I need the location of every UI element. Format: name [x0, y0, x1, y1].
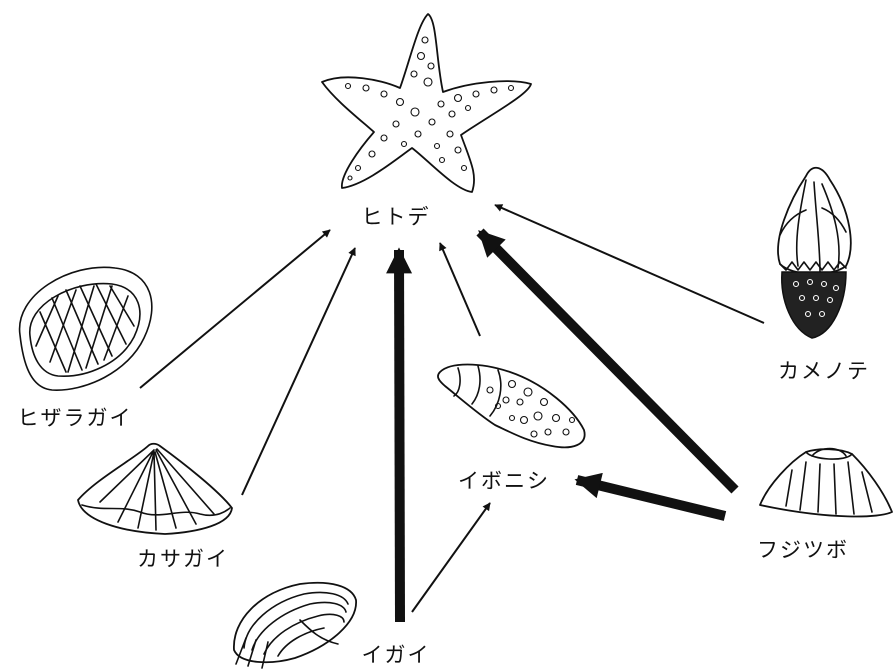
- arrow-mussel-to-whelk: [412, 503, 490, 612]
- arrow-mussel-to-starfish: [399, 250, 400, 622]
- label-mussel: イガイ: [362, 643, 431, 667]
- goose-barnacle-icon: [778, 168, 851, 338]
- label-barnacle: フジツボ: [757, 538, 849, 562]
- whelk-icon: [438, 365, 585, 448]
- arrow-whelk-to-starfish: [440, 243, 480, 336]
- arrow-limpet-to-starfish: [242, 248, 355, 495]
- label-whelk: イボニシ: [458, 469, 550, 493]
- chiton-icon: [20, 267, 152, 390]
- label-chiton: ヒザラガイ: [18, 406, 133, 430]
- arrow-goose-barnacle-to-starfish: [495, 205, 764, 323]
- arrow-barnacle-to-starfish: [480, 232, 735, 490]
- mussel-icon: [234, 583, 356, 668]
- starfish-icon: [322, 14, 531, 192]
- label-starfish: ヒトデ: [362, 205, 431, 229]
- label-limpet: カサガイ: [137, 547, 229, 571]
- limpet-icon: [78, 444, 232, 534]
- barnacle-icon: [760, 449, 892, 517]
- arrows: [140, 205, 764, 622]
- arrow-barnacle-to-whelk: [577, 480, 725, 516]
- label-goose-barnacle: カメノテ: [778, 359, 870, 383]
